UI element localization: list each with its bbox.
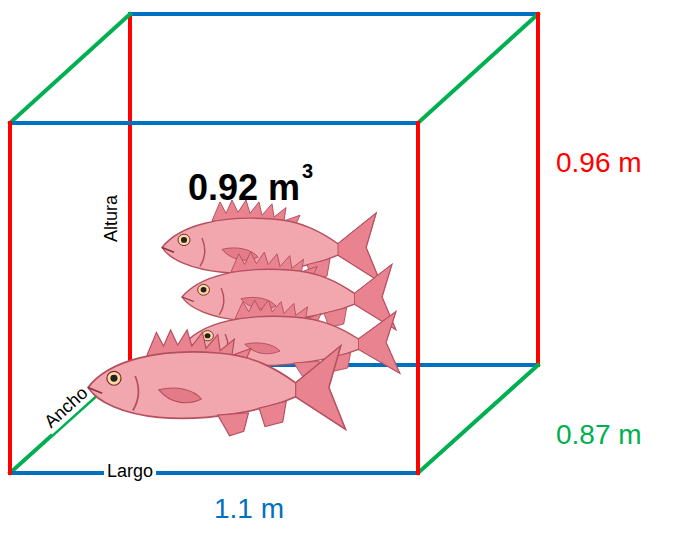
length-edge bbox=[10, 471, 418, 475]
axis-name: Largo bbox=[104, 462, 156, 482]
box-edges bbox=[10, 14, 538, 473]
fish bbox=[88, 330, 345, 436]
axis-name: Altura bbox=[102, 195, 122, 242]
dimension-label: 1.1 m bbox=[214, 494, 284, 525]
width-edge bbox=[418, 14, 538, 123]
height-edge bbox=[128, 14, 132, 365]
volume-exponent: 3 bbox=[302, 160, 313, 182]
length-edge bbox=[10, 121, 418, 125]
volume-value: 0.92 m bbox=[188, 168, 300, 208]
width-edge bbox=[10, 14, 130, 123]
length-edge bbox=[130, 12, 538, 16]
height-edge bbox=[536, 14, 540, 365]
width-edge bbox=[418, 365, 538, 473]
box-edges bbox=[10, 123, 418, 473]
height-edge bbox=[8, 123, 12, 473]
height-edge bbox=[416, 123, 420, 473]
fish-group bbox=[88, 200, 400, 436]
dimension-label: 0.96 m bbox=[556, 148, 642, 179]
axis-name: Ancho bbox=[39, 381, 95, 434]
dimension-label: 0.87 m bbox=[556, 420, 642, 451]
